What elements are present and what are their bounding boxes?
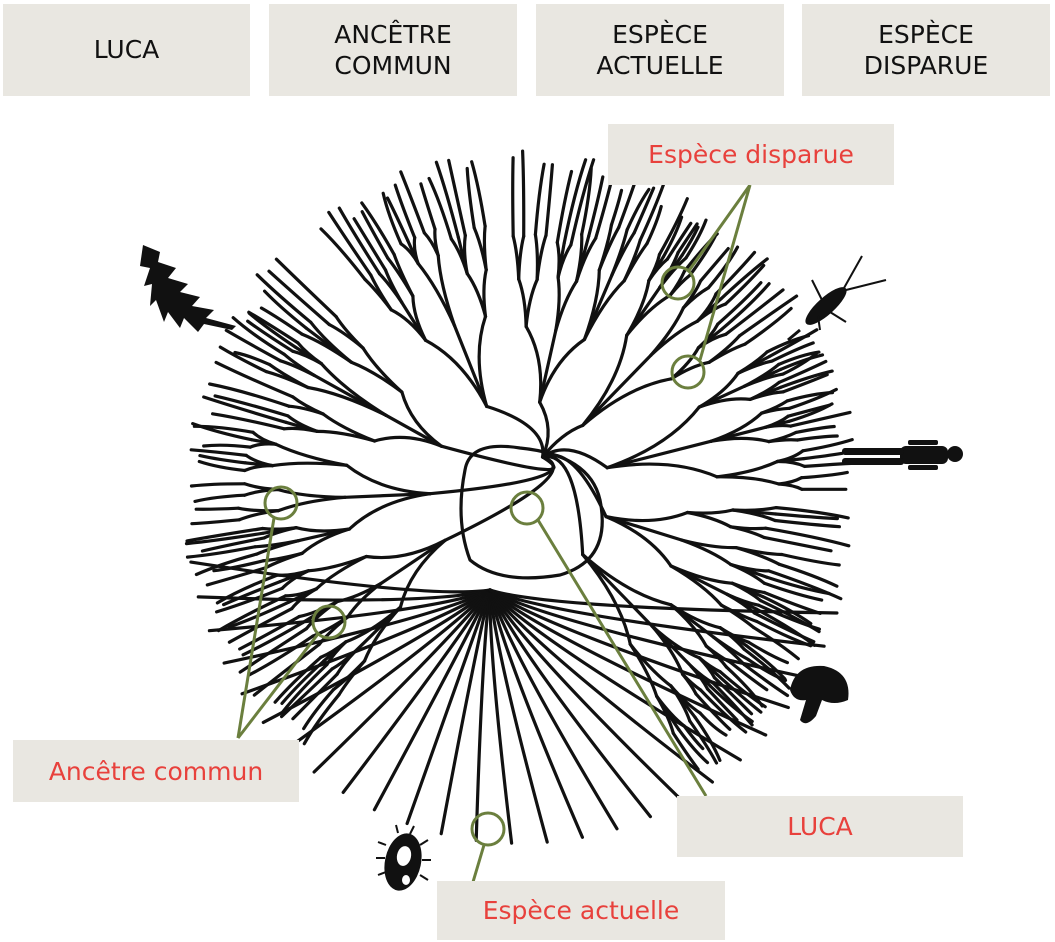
tree-icon bbox=[140, 245, 236, 332]
microbe-icon bbox=[376, 825, 431, 894]
insect-icon bbox=[788, 256, 886, 340]
target-extinct-species[interactable]: Espèce disparue bbox=[608, 124, 894, 185]
target-common-ancestor[interactable]: Ancêtre commun bbox=[13, 740, 299, 802]
target-luca[interactable]: LUCA bbox=[677, 796, 963, 857]
target-living-species[interactable]: Espèce actuelle bbox=[437, 881, 725, 940]
human-icon bbox=[842, 440, 963, 470]
mushroom-icon bbox=[790, 666, 849, 723]
